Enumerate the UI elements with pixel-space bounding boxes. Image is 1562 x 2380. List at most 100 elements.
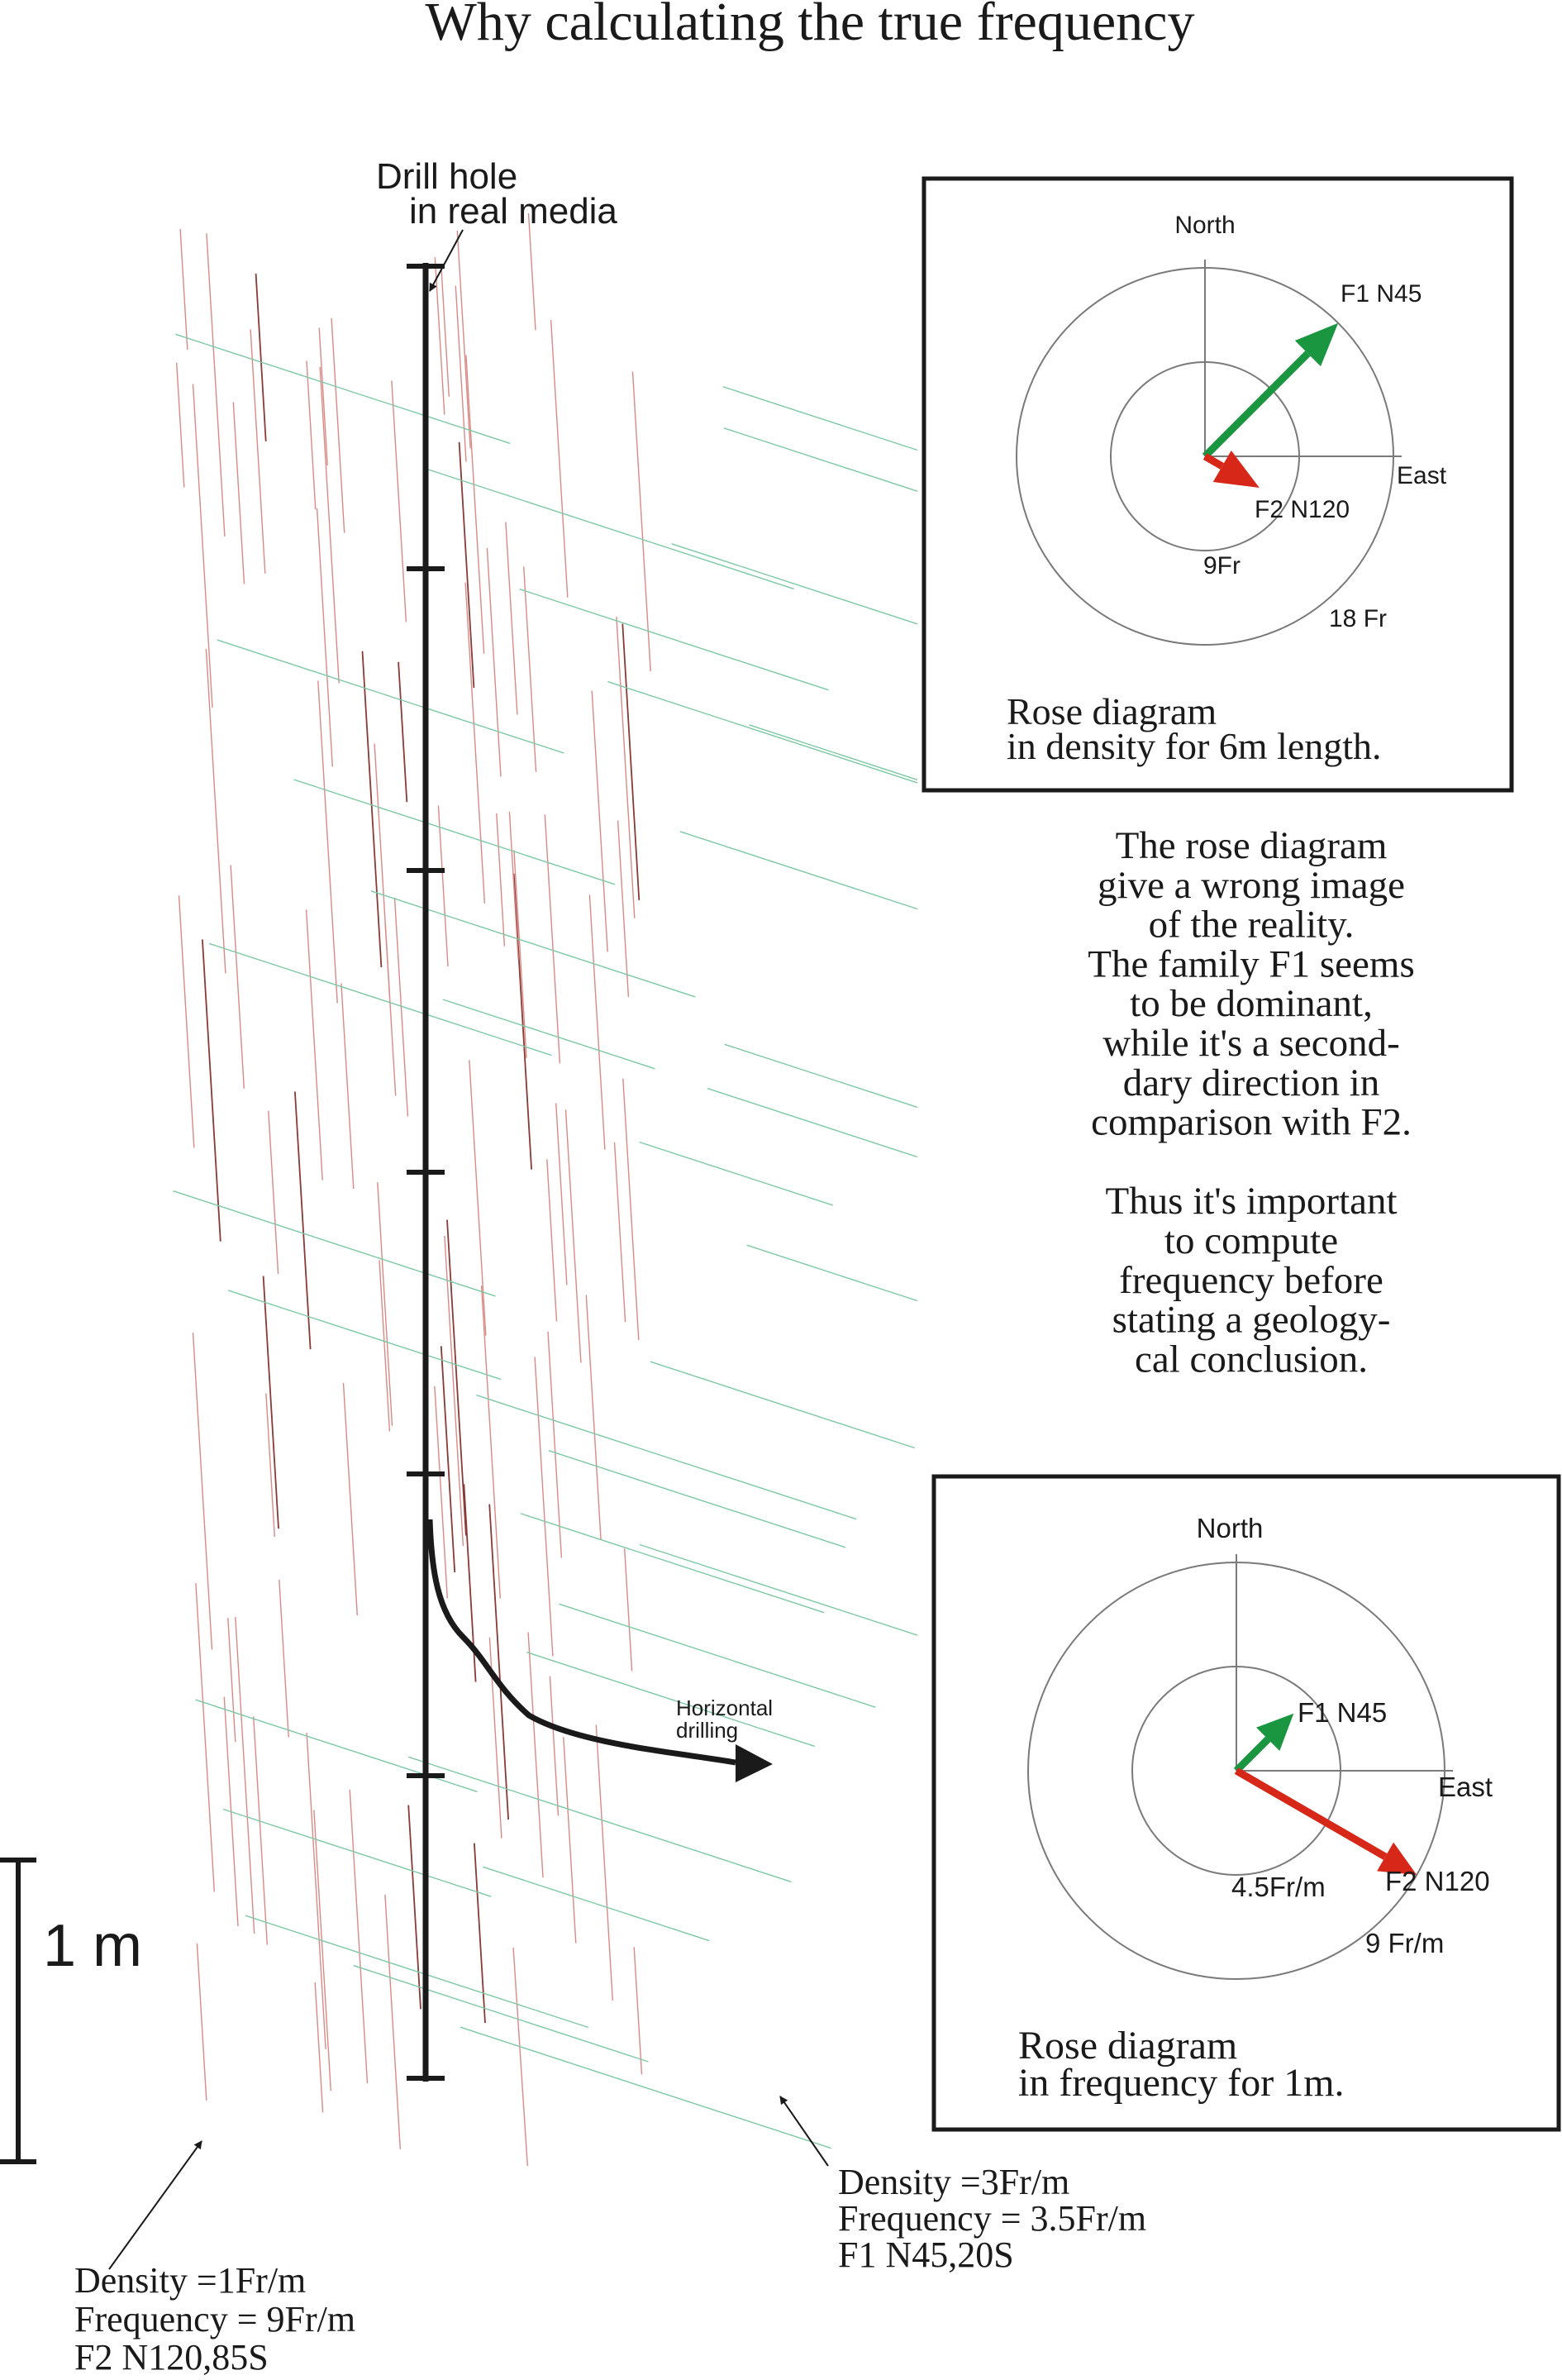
rose-density-plot	[1016, 260, 1402, 646]
f2-note-density: Density =1Fr/m	[74, 2260, 306, 2301]
f1-fracture-trace	[425, 468, 794, 590]
f2-fracture-trace	[206, 233, 226, 537]
f2-fracture-trace	[340, 983, 355, 1190]
f2-fracture-trace	[617, 820, 630, 997]
f2-fracture-trace	[588, 894, 606, 1150]
horizontal-drilling-label-line1: Horizontal	[676, 1696, 773, 1720]
f2-fracture-trace	[534, 1357, 554, 1657]
f1-fracture-trace	[650, 1361, 915, 1449]
f1-note-pointer	[779, 2096, 829, 2167]
f2-fracture-trace	[178, 895, 195, 1148]
f2-fracture-trace	[464, 582, 486, 904]
f2-fracture-trace	[613, 1142, 626, 1323]
f2-fracture-trace	[437, 805, 449, 966]
f2-fracture-trace	[474, 1843, 486, 2024]
f2-fracture-trace	[480, 1285, 501, 1599]
f1-fracture-trace	[245, 1915, 589, 2029]
f2-fracture-trace	[563, 1737, 577, 1944]
f2-fracture-trace	[192, 384, 213, 708]
f2-fracture-trace	[313, 1810, 331, 2091]
f2-fracture-trace	[434, 257, 445, 415]
f1-fracture-trace	[548, 1450, 846, 1548]
f2-fracture-trace	[458, 441, 475, 688]
drill-hole-label-pointer	[429, 229, 464, 292]
f2-fracture-trace	[527, 212, 536, 331]
f2-fracture-trace	[196, 1944, 207, 2101]
f2-fracture-trace	[176, 362, 185, 488]
f1-fracture-trace	[442, 999, 655, 1070]
f2-fracture-trace	[456, 231, 471, 449]
f2-arrow-head	[1377, 1842, 1417, 1875]
f2-fracture-trace	[547, 1331, 563, 1558]
f2-fracture-trace	[505, 522, 518, 715]
f1-fracture-trace	[460, 2026, 831, 2149]
f2-note-orientation: F2 N120,85S	[74, 2337, 269, 2378]
f2-fracture-trace	[305, 909, 323, 1180]
f1-fracture-trace	[173, 1190, 496, 1297]
rose-density-caption-line1: Rose diagram	[1007, 690, 1217, 732]
f2-fracture-trace	[377, 1182, 393, 1426]
explanation-line: cal conclusion.	[1135, 1338, 1368, 1381]
f2-fracture-trace	[268, 1110, 279, 1275]
horizontal-drilling-path	[426, 1519, 736, 1766]
rose-density-frame	[921, 176, 1514, 793]
rose-diagram-density: North East F1 N45 F2 N120 9Fr 18 Fr Rose…	[921, 176, 1514, 793]
f2-fracture-trace	[398, 661, 408, 803]
f2-fracture-trace	[527, 1632, 544, 1878]
explanation-line: give a wrong image	[1098, 864, 1405, 907]
f2-fracture-trace	[523, 566, 537, 772]
f2-fracture-trace	[486, 547, 502, 777]
f2-fracture-trace	[294, 1091, 312, 1350]
f1-fracture-trace	[520, 1513, 825, 1614]
f2-fracture-trace	[434, 1386, 448, 1599]
f2-fracture-trace	[549, 1676, 560, 1816]
f2-fracture-trace	[544, 814, 561, 1064]
f2-fracture-trace	[195, 1583, 215, 1892]
rose-density-f2-label: F2 N120	[1255, 496, 1350, 523]
rose-density-f1-label: F1 N45	[1341, 280, 1422, 308]
f2-fracture-trace	[488, 1504, 509, 1820]
f1-fracture-trace	[476, 1394, 857, 1520]
f2-fracture-trace	[621, 623, 641, 900]
f2-fracture-trace	[319, 366, 340, 684]
f1-fracture-trace	[724, 1043, 918, 1109]
f2-fracture-trace	[624, 1548, 633, 1672]
f1-arrow-head	[1256, 1713, 1294, 1751]
f1-note-density: Density =3Fr/m	[838, 2162, 1069, 2202]
explanation-line: Thus it's important	[1105, 1180, 1397, 1223]
explanation-line: while it's a second-	[1102, 1022, 1400, 1065]
f2-fracture-trace	[318, 327, 328, 466]
f2-fracture-trace	[496, 813, 506, 947]
f2-fracture-trace	[407, 1805, 421, 2010]
f2-fracture-trace	[391, 380, 407, 622]
f1-fracture-trace	[353, 1964, 649, 2063]
f1-fracture-trace	[723, 427, 918, 492]
scale-bar	[0, 1858, 36, 2164]
rose-frequency-f1-label: F1 N45	[1298, 1697, 1387, 1728]
f2-fracture-trace	[227, 1618, 236, 1743]
explanation-line: comparison with F2.	[1091, 1101, 1412, 1144]
horizontal-drilling-arrowhead	[736, 1744, 773, 1782]
f1-arrow-shaft	[1233, 1736, 1271, 1774]
f2-fracture-trace	[384, 922, 397, 1096]
f1-fracture-trace	[208, 942, 552, 1056]
explanation-line: stating a geology-	[1112, 1299, 1391, 1342]
explanation-line: dary direction in	[1123, 1061, 1380, 1104]
f2-fracture-trace	[393, 897, 409, 1117]
f1-arrow-head	[1294, 322, 1339, 367]
f2-fracture-trace	[441, 264, 450, 397]
explanation-line: to compute	[1164, 1219, 1338, 1262]
f2-fracture-trace	[455, 285, 467, 462]
page-title: Why calculating the true frequency	[426, 0, 1195, 52]
f2-fracture-trace	[250, 329, 266, 574]
f2-fracture-trace	[192, 1333, 213, 1650]
f2-fracture-trace	[316, 508, 333, 767]
f1-fracture-trace	[370, 890, 696, 998]
rose-frequency-caption-line1: Rose diagram	[1018, 2024, 1237, 2068]
f1-fracture-trace	[639, 1141, 833, 1206]
rose-frequency-f2-label: F2 N120	[1385, 1866, 1490, 1896]
explanation-line: to be dominant,	[1130, 982, 1373, 1025]
f2-fracture-trace	[508, 811, 519, 960]
f1-fracture-trace	[639, 1543, 918, 1636]
f1-fracture-trace	[293, 779, 616, 885]
